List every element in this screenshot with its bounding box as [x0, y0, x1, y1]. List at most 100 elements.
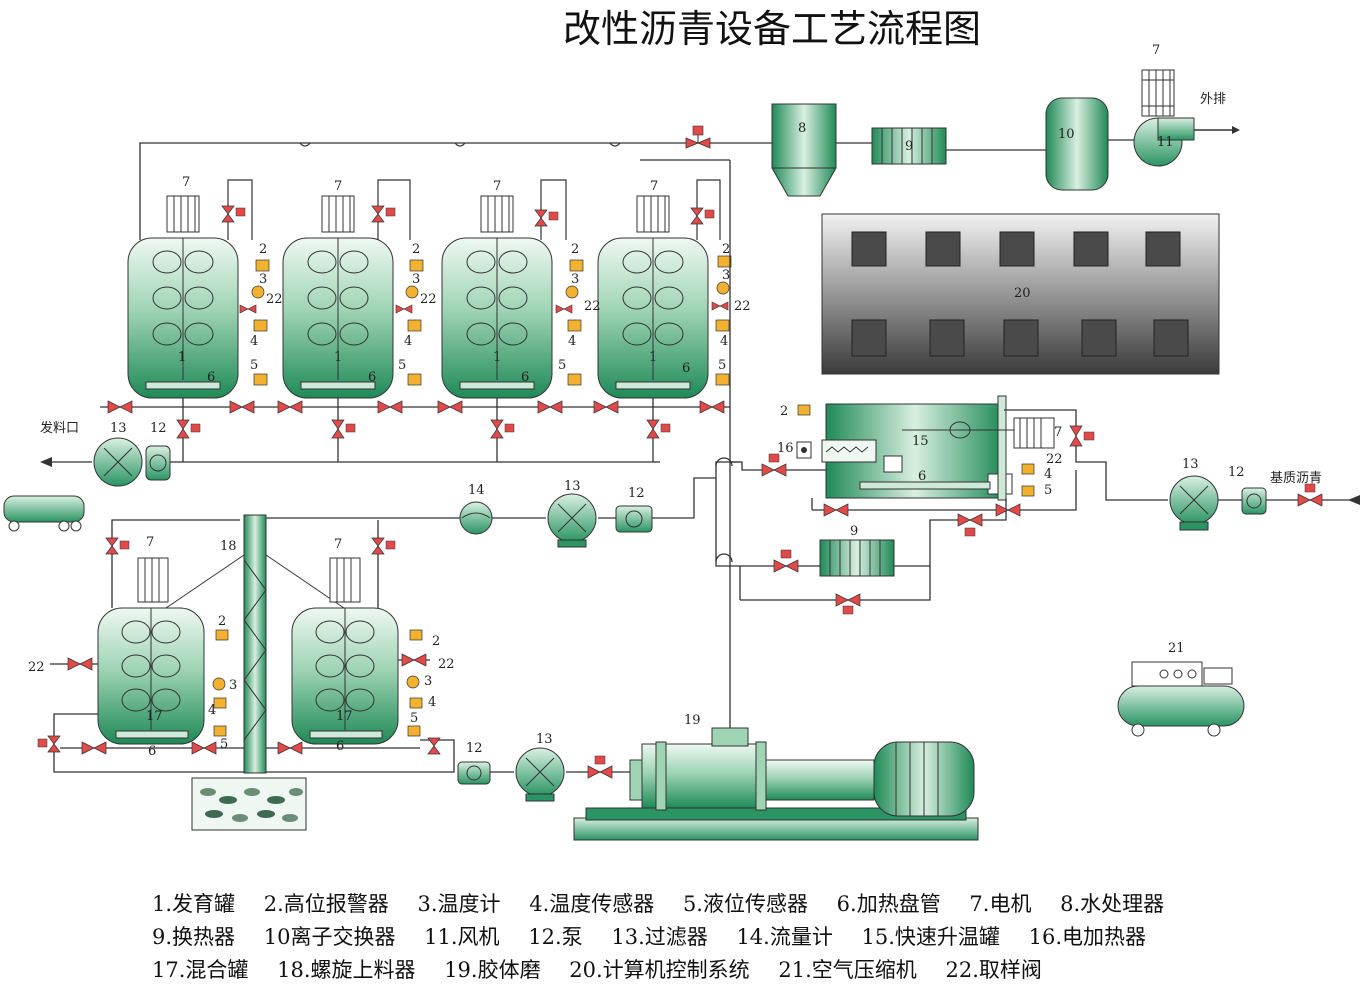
- control-panel: [821, 213, 1220, 375]
- tag-5-heater: 5: [1044, 483, 1052, 498]
- discharge-filter[interactable]: [145, 445, 171, 481]
- tag-5-b: 5: [398, 358, 406, 373]
- inlet-pump[interactable]: [1169, 475, 1219, 531]
- legend-item: 14.流量计: [736, 925, 833, 949]
- legend-item: 20.计算机控制系统: [569, 958, 750, 982]
- tag-9-lower: 9: [850, 524, 858, 539]
- legend-item: 5.液位传感器: [682, 892, 808, 916]
- tag-2-a: 2: [259, 242, 267, 257]
- tag-13-left: 13: [110, 421, 127, 436]
- legend-row-1: 1.发育罐 2.高位报警器 3.温度计 4.温度传感器 5.液位传感器 6.加热…: [152, 888, 1332, 921]
- legend-item: 4.温度传感器: [529, 892, 655, 916]
- tag-7-c: 7: [493, 179, 501, 194]
- tag-2-c: 2: [571, 242, 579, 257]
- inlet-valve[interactable]: [1297, 483, 1323, 507]
- tag-22-mix-a: 22: [28, 660, 45, 675]
- tag-6-a: 6: [207, 370, 215, 385]
- tag-13-mid: 13: [564, 479, 581, 494]
- water-treatment-unit: [771, 103, 837, 197]
- tank-bottom-valves[interactable]: [107, 400, 725, 439]
- legend-item: 11.风机: [424, 925, 500, 949]
- tag-22-heater: 22: [1046, 452, 1063, 467]
- tag-8: 8: [798, 121, 806, 136]
- tag-2-d: 2: [722, 242, 730, 257]
- tag-7-mix-a: 7: [146, 535, 154, 550]
- legend-item: 15.快速升温罐: [861, 925, 1000, 949]
- legend-item: 13.过滤器: [611, 925, 708, 949]
- legend-item: 16.电加热器: [1028, 925, 1147, 949]
- legend: 1.发育罐 2.高位报警器 3.温度计 4.温度传感器 5.液位传感器 6.加热…: [152, 888, 1332, 987]
- instruments-tank-d: [711, 255, 732, 386]
- label-base-asphalt: 基质沥青: [1270, 471, 1322, 486]
- heater-valves[interactable]: [761, 425, 1095, 615]
- tanker-truck: [3, 495, 85, 532]
- tag-5-c: 5: [558, 358, 566, 373]
- inlet-filter[interactable]: [1241, 487, 1267, 515]
- legend-item: 21.空气压缩机: [778, 958, 917, 982]
- mix-instruments: [212, 629, 423, 737]
- instruments-tank-a: [239, 259, 270, 386]
- legend-row-2: 9.换热器 10离子交换器 11.风机 12.泵 13.过滤器 14.流量计 1…: [152, 921, 1332, 954]
- legend-row-3: 17.混合罐 18.螺旋上料器 19.胶体磨 20.计算机控制系统 21.空气压…: [152, 954, 1332, 987]
- mixing-tank-b: [291, 557, 399, 745]
- tag-1-b: 1: [334, 350, 342, 365]
- inlet-arrow: [1348, 495, 1360, 505]
- tag-12-inlet: 12: [1228, 465, 1245, 480]
- tag-12-mid: 12: [628, 486, 645, 501]
- maturing-tank-c: [441, 195, 553, 399]
- maturing-tank-b: [282, 195, 394, 399]
- legend-item: 17.混合罐: [152, 958, 249, 982]
- tag-3-c: 3: [571, 272, 579, 287]
- tag-3-mix-a: 3: [229, 678, 237, 693]
- tag-9-top: 9: [905, 139, 913, 154]
- tag-22-a: 22: [266, 292, 283, 307]
- tag-17-a: 17: [146, 709, 163, 724]
- tag-5-mix-b: 5: [410, 711, 418, 726]
- bottom-filter[interactable]: [457, 761, 491, 785]
- discharge-pump[interactable]: [93, 437, 143, 487]
- tag-2-mix-b: 2: [432, 634, 440, 649]
- tag-13-inlet: 13: [1182, 457, 1199, 472]
- tag-3-a: 3: [259, 272, 267, 287]
- tag-1-c: 1: [493, 350, 501, 365]
- aggregate-pit: [191, 777, 307, 831]
- tag-19: 19: [684, 713, 701, 728]
- tag-21: 21: [1168, 641, 1185, 656]
- legend-item: 9.换热器: [152, 925, 236, 949]
- tag-3-mix-b: 3: [424, 674, 432, 689]
- vent-valves[interactable]: [221, 205, 715, 227]
- legend-item: 12.泵: [528, 925, 583, 949]
- transfer-filter[interactable]: [615, 505, 653, 533]
- exhaust-fan: [1133, 117, 1240, 167]
- instruments-tank-b: [395, 259, 424, 386]
- fan-motor: [1141, 69, 1175, 117]
- legend-item: 19.胶体磨: [444, 958, 541, 982]
- legend-item: 1.发育罐: [152, 892, 236, 916]
- tag-7-fan: 7: [1152, 43, 1160, 58]
- legend-item: 6.加热盘管: [836, 892, 941, 916]
- heat-exchanger-lower: [819, 539, 895, 577]
- tag-15: 15: [912, 434, 929, 449]
- tag-7-heater: 7: [1054, 425, 1062, 440]
- maturing-tank-a: [127, 195, 239, 399]
- diagram-title: 改性沥青设备工艺流程图: [563, 7, 981, 51]
- tag-6-c: 6: [521, 370, 529, 385]
- tag-5-d: 5: [718, 358, 726, 373]
- legend-item: 3.温度计: [417, 892, 501, 916]
- bottom-pump[interactable]: [515, 747, 565, 802]
- tag-18: 18: [220, 539, 237, 554]
- tag-7-d: 7: [650, 179, 658, 194]
- transfer-pump[interactable]: [547, 493, 597, 548]
- tag-2-mix-a: 2: [218, 614, 226, 629]
- tag-4-mix-b: 4: [428, 695, 436, 710]
- tag-11: 11: [1157, 135, 1174, 150]
- mix-valves[interactable]: [37, 537, 613, 779]
- label-export: 外排: [1200, 92, 1226, 107]
- legend-item: 7.电机: [969, 892, 1032, 916]
- tag-12-bottom: 12: [466, 741, 483, 756]
- tag-7-a: 7: [182, 175, 190, 190]
- exhaust-valve[interactable]: [685, 125, 711, 149]
- heater-instruments: [1021, 463, 1035, 497]
- tag-4-mix-a: 4: [208, 703, 216, 718]
